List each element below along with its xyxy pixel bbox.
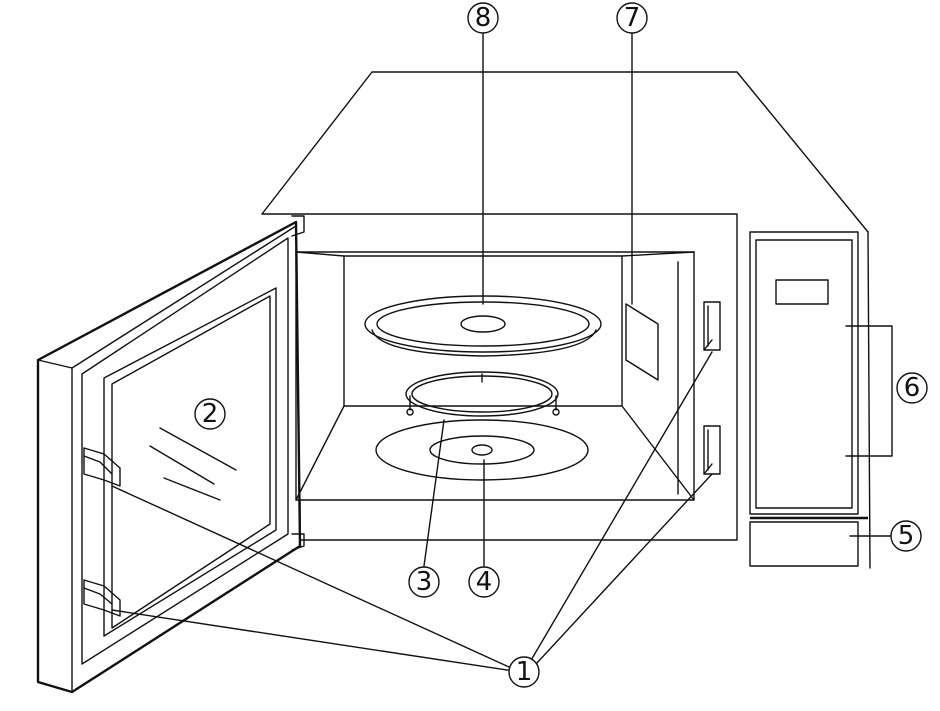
callout-4-label: 4 xyxy=(476,567,493,597)
microwave-body xyxy=(261,71,871,569)
leader-lines xyxy=(111,31,893,673)
waveguide-cover xyxy=(625,303,659,381)
callout-1: 1 xyxy=(508,656,540,688)
callout-3: 3 xyxy=(408,566,440,598)
door-assembly xyxy=(36,215,305,694)
door-latch-upper xyxy=(703,301,721,351)
oven-cavity xyxy=(295,251,695,541)
callout-7: 7 xyxy=(616,2,648,34)
callout-7-label: 7 xyxy=(624,3,641,33)
door-release-button xyxy=(749,516,868,567)
callout-6-label: 6 xyxy=(904,373,921,403)
callout-1-label: 1 xyxy=(516,657,533,687)
door-hook-lower xyxy=(83,579,121,617)
callout-3-label: 3 xyxy=(416,567,433,597)
turntable-ring xyxy=(405,371,560,417)
door-hook-upper xyxy=(83,447,121,487)
callout-4: 4 xyxy=(468,566,500,598)
door-latch-lower xyxy=(703,425,721,475)
callout-5-label: 5 xyxy=(898,521,915,551)
control-panel xyxy=(749,231,859,515)
callout-8-label: 8 xyxy=(475,3,492,33)
callout-2-label: 2 xyxy=(202,399,219,429)
callout-5: 5 xyxy=(890,520,922,552)
callout-6: 6 xyxy=(896,372,928,404)
glass-tray xyxy=(364,295,602,357)
callout-8: 8 xyxy=(467,2,499,34)
turntable-shaft xyxy=(375,419,589,481)
callout-2: 2 xyxy=(194,398,226,430)
